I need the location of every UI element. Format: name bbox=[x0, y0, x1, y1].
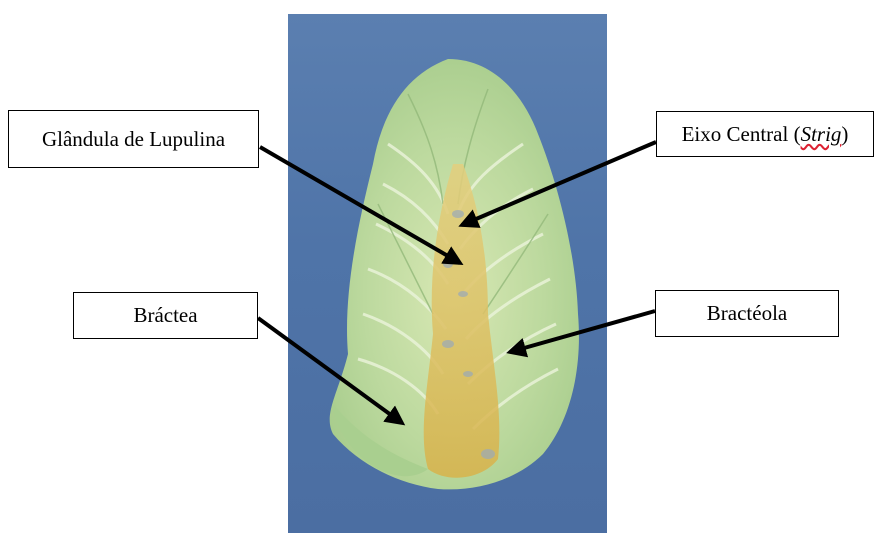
label-glandula-de-lupulina: Glândula de Lupulina bbox=[8, 110, 259, 168]
label-glandula-text: Glândula de Lupulina bbox=[42, 129, 225, 150]
label-bracteola: Bractéola bbox=[655, 290, 839, 337]
arrow-eixo bbox=[462, 142, 656, 225]
arrow-bracteola bbox=[510, 311, 655, 352]
label-bracteola-text: Bractéola bbox=[707, 303, 787, 324]
label-eixo-suffix: ) bbox=[841, 124, 848, 145]
label-eixo-prefix: Eixo Central ( bbox=[682, 124, 801, 145]
label-bractea-text: Bráctea bbox=[133, 305, 197, 326]
arrow-bractea bbox=[258, 318, 402, 423]
label-bractea: Bráctea bbox=[73, 292, 258, 339]
arrow-glandula bbox=[260, 147, 460, 263]
label-eixo-strig: Strig bbox=[801, 124, 842, 145]
label-eixo-central: Eixo Central (Strig) bbox=[656, 111, 874, 157]
